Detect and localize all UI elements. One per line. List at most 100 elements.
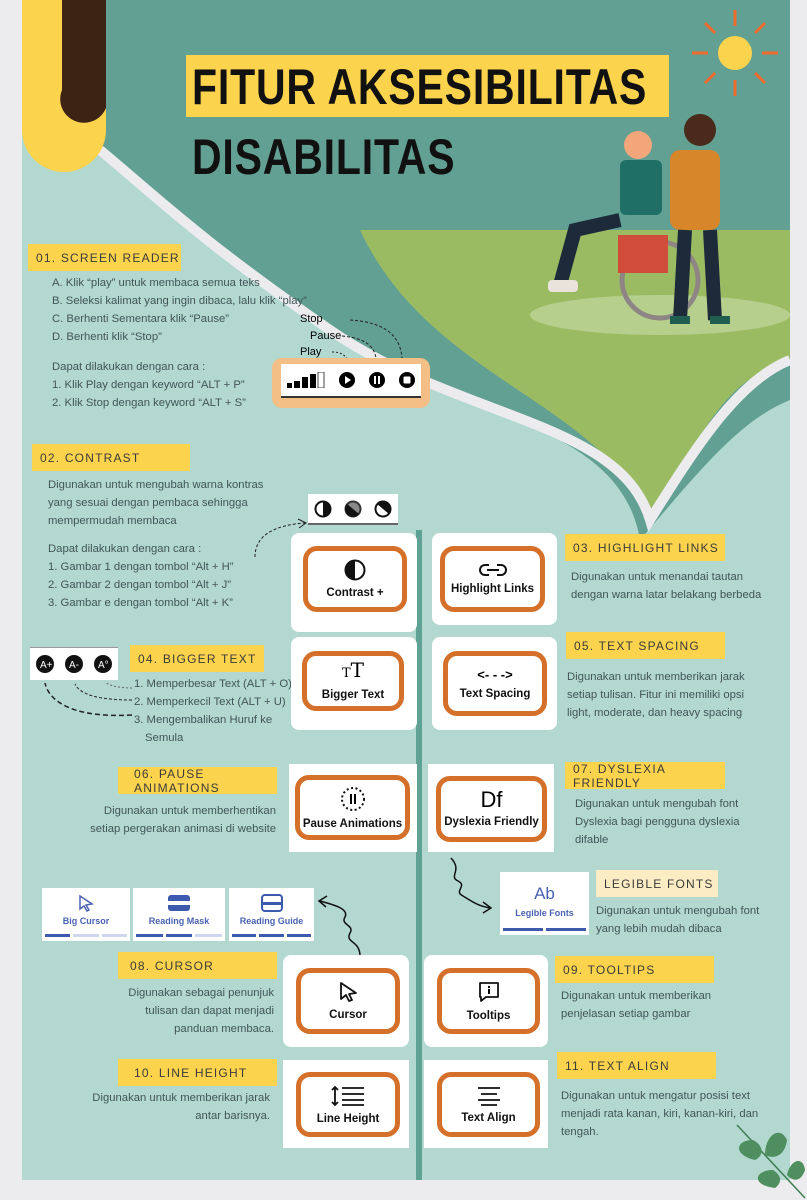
section-label-pause-animations: 06. PAUSE ANIMATIONS bbox=[118, 767, 277, 795]
volume-icon[interactable] bbox=[287, 372, 325, 388]
tooltips-description: Digunakan untuk memberikan penjelasan se… bbox=[561, 987, 711, 1023]
button-label: Cursor bbox=[329, 1009, 367, 1021]
desc-line: penjelasan setiap gambar bbox=[561, 1008, 691, 1020]
button-label: Tooltips bbox=[466, 1010, 511, 1022]
desc-line: Digunakan untuk memberikan bbox=[561, 990, 712, 1002]
title-highlight bbox=[186, 55, 669, 117]
section-label-text-align: 11. TEXT ALIGN bbox=[557, 1052, 716, 1079]
reading-mask-icon bbox=[168, 895, 190, 911]
button-label: Text Spacing bbox=[459, 688, 531, 700]
highlight-links-description: Digunakan untuk menandai tautan dengan w… bbox=[571, 568, 761, 604]
desc-line: Digunakan sebagai penunjuk bbox=[128, 987, 274, 999]
button-label: Pause Animations bbox=[302, 817, 403, 830]
legible-fonts-description: Digunakan untuk mengubah font yang lebih… bbox=[596, 902, 759, 938]
dyslexia-friendly-button[interactable]: Df Dyslexia Friendly bbox=[436, 776, 547, 842]
cursor-button[interactable]: Cursor bbox=[296, 968, 400, 1034]
pause-animations-button[interactable]: Pause Animations bbox=[295, 775, 410, 840]
text-align-description: Digunakan untuk mengatur posisi text men… bbox=[561, 1087, 758, 1141]
text-size-icon: TT bbox=[341, 658, 364, 682]
screen-reader-steps: A. Klik “play” untuk membaca semua teks … bbox=[52, 274, 307, 412]
pause-icon[interactable] bbox=[369, 372, 385, 388]
section-label-bigger-text: 04. BIGGER TEXT bbox=[130, 645, 264, 672]
reading-mask-option[interactable]: Reading Mask bbox=[133, 888, 225, 941]
big-cursor-option[interactable]: Big Cursor bbox=[42, 888, 130, 941]
dyslexia-font-icon: Df bbox=[480, 787, 503, 812]
pause-animations-description: Digunakan untuk memberhentikan setiap pe… bbox=[60, 802, 276, 838]
contrast-2-icon[interactable] bbox=[344, 500, 362, 518]
page-title: FITUR AKSESIBILITAS bbox=[192, 59, 648, 115]
button-label: Dyslexia Friendly bbox=[444, 816, 539, 828]
screen-reader-player bbox=[272, 358, 430, 408]
dashed-arrows bbox=[331, 319, 403, 361]
step-text: Semula bbox=[145, 732, 184, 744]
play-caption: Play bbox=[300, 346, 322, 358]
spacing-arrows-icon: <- - -> bbox=[477, 667, 513, 682]
text-spacing-button[interactable]: <- - -> Text Spacing bbox=[443, 651, 547, 716]
contrast-1-icon[interactable] bbox=[314, 500, 332, 518]
arch-decoration bbox=[22, 0, 106, 172]
tooltip-icon bbox=[478, 982, 499, 1002]
level-bars bbox=[503, 928, 586, 931]
button-label: Text Align bbox=[461, 1111, 516, 1124]
contrast-button[interactable]: Contrast + bbox=[303, 546, 407, 612]
tooltips-button[interactable]: Tooltips bbox=[437, 968, 540, 1034]
svg-text:A+: A+ bbox=[40, 660, 53, 671]
option-label: Reading Mask bbox=[148, 916, 210, 926]
pause-animation-icon bbox=[340, 786, 365, 811]
sun-illustration bbox=[692, 10, 778, 96]
play-icon[interactable] bbox=[339, 372, 355, 388]
text-align-button[interactable]: Text Align bbox=[437, 1072, 540, 1137]
level-bars bbox=[232, 934, 311, 937]
svg-text:A-: A- bbox=[69, 660, 79, 671]
desc-line: Dyslexia bagi pengguna dyslexia bbox=[575, 816, 740, 828]
pause-caption: Pause bbox=[310, 330, 342, 342]
line-height-button[interactable]: Line Height bbox=[296, 1072, 400, 1137]
desc-line: Digunakan untuk mengubah warna kontras bbox=[48, 479, 264, 491]
step-text: A. Klik “play” untuk membaca semua teks bbox=[52, 277, 260, 289]
desc-line: difable bbox=[575, 834, 609, 846]
leaf-decoration bbox=[736, 1124, 806, 1199]
section-label-highlight-links: 03. HIGHLIGHT LINKS bbox=[565, 534, 725, 561]
button-label: Highlight Links bbox=[450, 583, 535, 595]
step-text: 3. Mengembalikan Huruf ke bbox=[134, 714, 273, 726]
stop-icon[interactable] bbox=[399, 372, 415, 388]
desc-line: Digunakan untuk memberikan jarak bbox=[567, 671, 745, 683]
desc-line: mempermudah membaca bbox=[48, 515, 177, 527]
text-decrease-icon[interactable]: A- bbox=[64, 655, 83, 673]
level-bars bbox=[45, 934, 127, 937]
highlight-links-button[interactable]: Highlight Links bbox=[440, 546, 545, 612]
step-text: C. Berhenti Sementara klik “Pause” bbox=[52, 313, 230, 325]
cursor-icon bbox=[79, 894, 94, 912]
desc-line: light, moderate, dan heavy spacing bbox=[567, 707, 743, 719]
line-height-icon bbox=[331, 1085, 364, 1106]
reading-guide-option[interactable]: Reading Guide bbox=[229, 888, 314, 941]
section-label-screen-reader: 01. SCREEN READER bbox=[28, 244, 181, 271]
legible-fonts-option[interactable]: Ab Legible Fonts bbox=[500, 872, 589, 935]
legible-font-icon: Ab bbox=[534, 884, 555, 903]
section-label-line-height: 10. LINE HEIGHT bbox=[118, 1059, 277, 1086]
text-increase-icon[interactable]: A+ bbox=[35, 655, 54, 673]
bigger-text-button[interactable]: TT Bigger Text bbox=[302, 651, 404, 711]
desc-line: Digunakan untuk menandai tautan bbox=[571, 571, 744, 583]
dyslexia-description: Digunakan untuk mengubah font Dyslexia b… bbox=[575, 795, 740, 849]
curly-arrow bbox=[450, 857, 493, 914]
contrast-options bbox=[308, 494, 398, 525]
contrast-icon bbox=[344, 559, 366, 581]
reading-guide-icon bbox=[260, 894, 283, 912]
option-label: Reading Guide bbox=[239, 916, 304, 926]
desc-line: setiap pergerakan animasi di website bbox=[90, 823, 276, 835]
step-text: 1. Memperbesar Text (ALT + O) bbox=[134, 678, 292, 690]
desc-line: Digunakan untuk memberhentikan bbox=[103, 805, 276, 817]
cursor-icon bbox=[340, 982, 357, 1002]
wheelchair-illustration bbox=[530, 114, 790, 335]
desc-line: Digunakan untuk mengubah font bbox=[596, 905, 760, 917]
how-title: Dapat dilakukan dengan cara : bbox=[48, 543, 202, 555]
how-step: 1. Klik Play dengan keyword “ALT + P” bbox=[52, 379, 245, 391]
contrast-3-icon[interactable] bbox=[374, 500, 392, 518]
step-text: 2. Memperkecil Text (ALT + U) bbox=[134, 696, 286, 708]
link-icon bbox=[478, 564, 507, 576]
desc-line: panduan membaca. bbox=[174, 1023, 274, 1035]
text-reset-icon[interactable]: A° bbox=[94, 655, 113, 673]
step-text: D. Berhenti klik “Stop” bbox=[52, 331, 162, 343]
contrast-description: Digunakan untuk mengubah warna kontras y… bbox=[48, 476, 263, 612]
